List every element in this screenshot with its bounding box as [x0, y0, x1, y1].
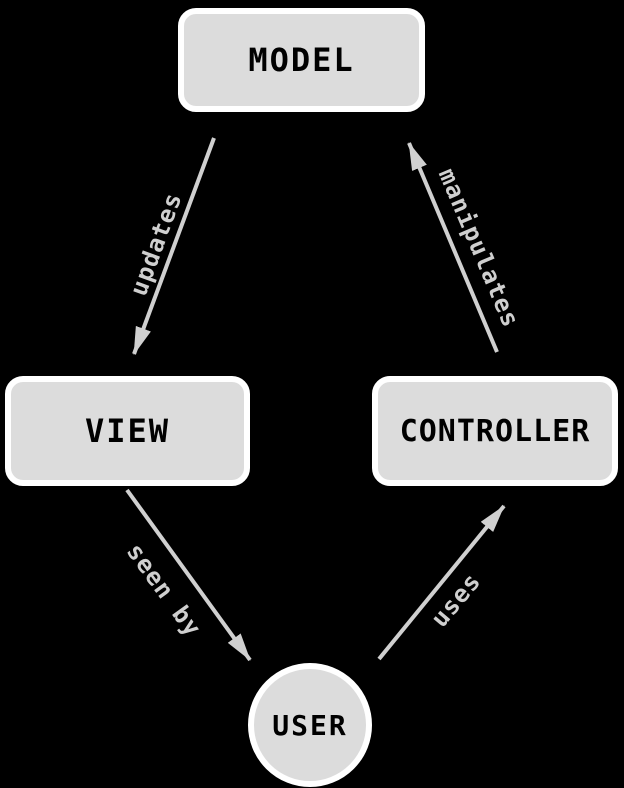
node-controller-label: CONTROLLER	[399, 413, 591, 449]
edge-user-to-controller-arrow	[377, 504, 506, 661]
node-view: VIEW	[5, 376, 250, 486]
node-user-label: USER	[272, 708, 348, 742]
node-model: MODEL	[178, 8, 425, 112]
node-model-label: MODEL	[248, 41, 355, 79]
edge-model-to-view-arrow	[132, 137, 216, 355]
node-controller: CONTROLLER	[372, 376, 618, 486]
edge-view-to-user-arrow	[125, 488, 252, 662]
node-user: USER	[248, 663, 372, 787]
node-view-label: VIEW	[84, 412, 171, 450]
edge-controller-to-model-arrow	[407, 142, 499, 353]
